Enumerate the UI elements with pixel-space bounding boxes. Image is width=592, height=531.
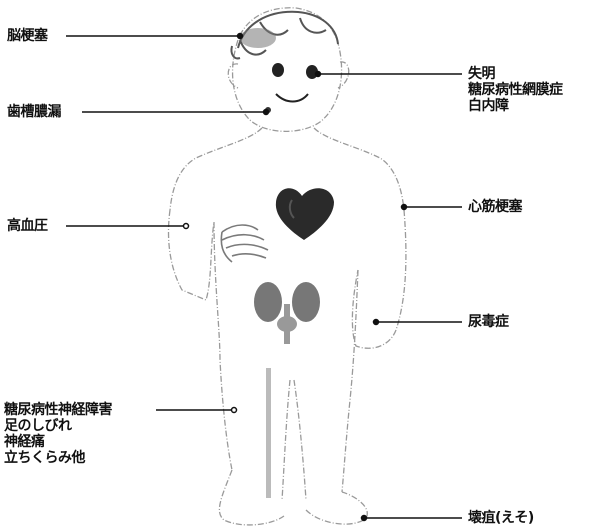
leg-blood-vessel xyxy=(266,368,271,498)
label-neuropathy-group: 糖尿病性神経障害 足のしびれ 神経痛 立ちくらみ他 xyxy=(4,402,112,466)
label-dizziness: 立ちくらみ他 xyxy=(4,450,112,466)
label-cataract: 白内障 xyxy=(468,98,563,114)
label-uremia: 尿毒症 xyxy=(468,314,509,330)
label-diabetic-neuropathy: 糖尿病性神経障害 xyxy=(4,402,112,418)
hair-shadow xyxy=(240,28,276,48)
heart-organ xyxy=(276,188,334,240)
label-eye-group: 失明 糖尿病性網膜症 白内障 xyxy=(468,66,563,114)
label-foot-numbness: 足のしびれ xyxy=(4,418,112,434)
label-gangrene: 壊疽(えそ) xyxy=(468,510,534,526)
label-myocardial-infarction: 心筋梗塞 xyxy=(468,199,522,215)
hand-on-chest xyxy=(221,225,268,262)
label-blindness: 失明 xyxy=(468,66,563,82)
kidneys-organ xyxy=(254,282,320,344)
label-neuralgia: 神経痛 xyxy=(4,434,112,450)
body-outline xyxy=(169,8,406,525)
label-diabetic-retinopathy: 糖尿病性網膜症 xyxy=(468,82,563,98)
label-brain-infarction: 脳梗塞 xyxy=(7,28,48,44)
label-periodontitis: 歯槽膿漏 xyxy=(7,104,61,120)
face xyxy=(265,63,318,113)
leader-lines xyxy=(66,34,462,521)
label-hypertension: 高血圧 xyxy=(7,218,48,234)
